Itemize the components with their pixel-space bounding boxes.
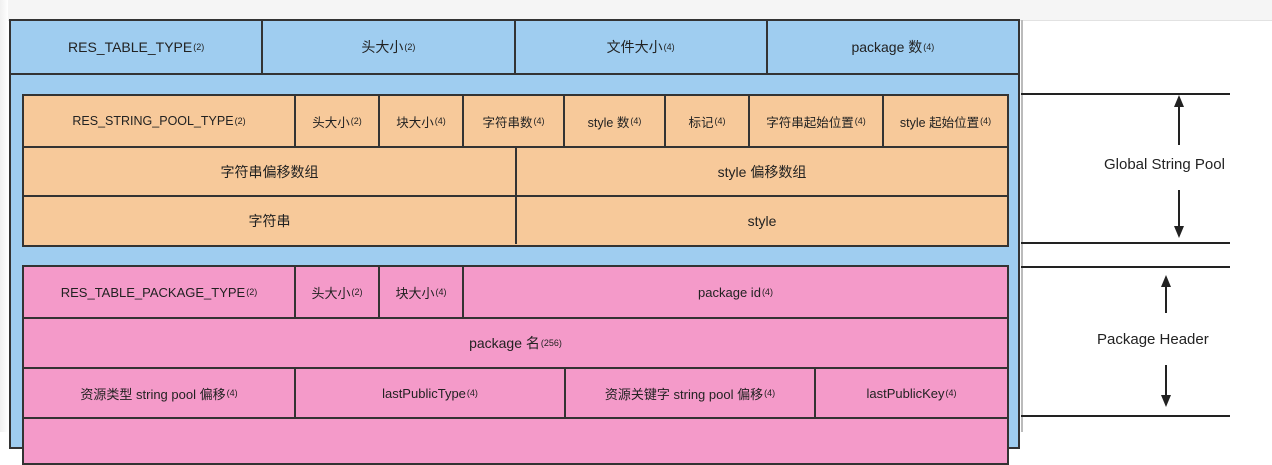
global-pool-bottom-line <box>1021 242 1230 244</box>
arrow-up-icon <box>1174 95 1184 107</box>
header-size-cell: 头大小(2) <box>261 21 513 73</box>
global-pool-lower-bracket <box>1178 190 1180 228</box>
key-strings-offset-cell: 资源关键字 string pool 偏移(4) <box>564 369 814 417</box>
style-count-cell: style 数(4) <box>563 96 664 146</box>
arrow-down-icon <box>1174 226 1184 238</box>
strings-start-cell: 字符串起始位置(4) <box>748 96 882 146</box>
string-pool-type-cell: RES_STRING_POOL_TYPE(2) <box>72 114 246 128</box>
global-string-pool-label: Global String Pool <box>1104 156 1225 173</box>
global-pool-top-line <box>1021 93 1230 95</box>
package-header-block: RES_TABLE_PACKAGE_TYPE(2) 头大小(2) 块大小(4) … <box>22 265 1009 465</box>
string-pool-header-row: RES_STRING_POOL_TYPE(2) 头大小(2) 块大小(4) 字符… <box>24 96 1007 146</box>
package-count-cell: package 数(4) <box>765 21 1018 73</box>
styles-start-cell: style 起始位置(4) <box>882 96 1007 146</box>
package-type-cell: RES_TABLE_PACKAGE_TYPE(2) <box>60 284 258 300</box>
global-pool-upper-bracket <box>1178 105 1180 145</box>
string-pool-chunk-size-cell: 块大小(4) <box>378 96 462 146</box>
package-id-cell: package id(4) <box>462 267 1007 317</box>
offset-arrays-row: 字符串偏移数组 style 偏移数组 <box>24 146 1007 195</box>
package-header-label: Package Header <box>1097 331 1209 348</box>
window-top-bar <box>0 0 1272 21</box>
annotation-divider <box>1021 20 1023 432</box>
last-public-type-cell: lastPublicType(4) <box>294 369 564 417</box>
package-header-size-cell: 头大小(2) <box>294 267 378 317</box>
styles-data-cell: style <box>515 197 1007 244</box>
arrow-down-icon <box>1161 395 1171 407</box>
package-type-row: RES_TABLE_PACKAGE_TYPE(2) 头大小(2) 块大小(4) … <box>24 267 1007 317</box>
file-size-cell: 文件大小(4) <box>513 21 766 73</box>
string-pool-header-size-cell: 头大小(2) <box>294 96 378 146</box>
package-header-bottom-line <box>1021 415 1230 417</box>
package-header-top-line <box>1021 266 1230 268</box>
global-string-pool-block: RES_STRING_POOL_TYPE(2) 头大小(2) 块大小(4) 字符… <box>22 94 1009 247</box>
string-count-cell: 字符串数(4) <box>462 96 563 146</box>
string-offset-array-cell: 字符串偏移数组 <box>220 163 319 180</box>
package-name-cell: package 名(256) <box>469 335 562 351</box>
package-chunk-size-cell: 块大小(4) <box>378 267 462 317</box>
style-offset-array-cell: style 偏移数组 <box>515 148 1007 195</box>
resource-table-diagram: RES_TABLE_TYPE(2) 头大小(2) 文件大小(4) package… <box>9 19 1020 465</box>
package-header-lower-bracket <box>1165 365 1167 395</box>
type-strings-offset-cell: 资源类型 string pool 偏移(4) <box>80 386 238 402</box>
window-left-edge <box>0 0 8 432</box>
package-continuation-row <box>24 417 1007 457</box>
package-name-row: package 名(256) <box>24 317 1007 367</box>
res-table-type-cell: RES_TABLE_TYPE(2) <box>68 39 205 55</box>
flags-cell: 标记(4) <box>664 96 748 146</box>
arrow-up-icon <box>1161 275 1171 287</box>
package-header-upper-bracket <box>1165 285 1167 313</box>
last-public-key-cell: lastPublicKey(4) <box>814 369 1007 417</box>
pool-data-row: 字符串 style <box>24 195 1007 244</box>
strings-data-cell: 字符串 <box>248 212 291 229</box>
resource-table-header-row: RES_TABLE_TYPE(2) 头大小(2) 文件大小(4) package… <box>11 21 1018 75</box>
package-pool-offsets-row: 资源类型 string pool 偏移(4) lastPublicType(4)… <box>24 367 1007 417</box>
